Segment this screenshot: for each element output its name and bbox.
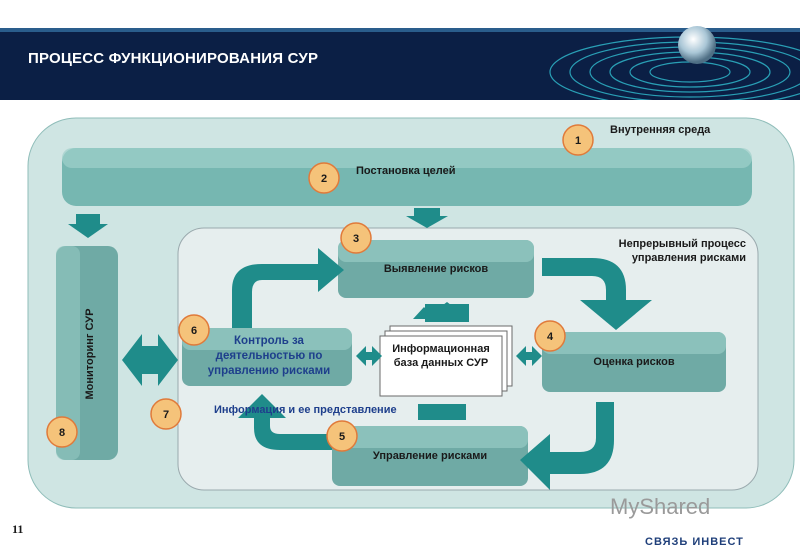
double-arrow-db-identification-body — [425, 304, 469, 322]
risk-assessment-label: Оценка рисков — [593, 356, 675, 368]
page-number: 11 — [12, 522, 24, 536]
brand-logo: СВЯЗЬ ИНВЕСТ — [645, 536, 744, 548]
continuous-process-label: Непрерывный процесс управления рисками — [618, 238, 746, 264]
internal-environment-label: Внутренняя среда — [610, 124, 711, 136]
information-label: Информация и ее представление — [214, 404, 397, 416]
watermark-logo: MyShared — [610, 494, 711, 519]
down-arrow-center — [406, 208, 448, 228]
badge-6: 6 — [178, 314, 210, 346]
double-arrow-control-db — [356, 346, 382, 366]
badge-1: 1 — [562, 124, 594, 156]
svg-text:5: 5 — [339, 431, 345, 443]
sphere-icon — [678, 26, 716, 64]
curved-arrow-management-to-control — [238, 394, 332, 450]
down-arrow-left — [68, 214, 108, 238]
badge-7: 7 — [150, 398, 182, 430]
double-arrow-db-assessment — [516, 346, 542, 366]
svg-text:1: 1 — [575, 135, 581, 147]
double-arrow-monitoring-control — [122, 334, 178, 386]
badge-8: 8 — [46, 416, 78, 448]
svg-text:2: 2 — [321, 173, 327, 185]
svg-text:4: 4 — [547, 331, 554, 343]
monitoring-label: Мониторинг СУР — [84, 308, 96, 400]
curved-arrow-assessment-to-management — [520, 402, 614, 490]
badge-4: 4 — [534, 320, 566, 352]
svg-text:6: 6 — [191, 325, 197, 337]
badge-3: 3 — [340, 222, 372, 254]
curved-arrow-control-to-identification — [232, 248, 344, 328]
svg-text:3: 3 — [353, 233, 359, 245]
risk-identification-label: Выявление рисков — [383, 263, 489, 275]
svg-text:8: 8 — [59, 427, 65, 439]
control-label: Контроль за деятельностью по управлению … — [207, 335, 331, 377]
header-banner — [0, 0, 800, 100]
badge-5: 5 — [326, 420, 358, 452]
badge-2: 2 — [308, 162, 340, 194]
svg-text:7: 7 — [163, 409, 169, 421]
risk-management-label: Управление рисками — [372, 450, 488, 462]
page-title: ПРОЦЕСС ФУНКЦИОНИРОВАНИЯ СУР — [28, 50, 319, 67]
double-arrow-db-management — [418, 404, 466, 420]
curved-arrow-identification-to-assessment — [542, 258, 652, 330]
goal-setting-label: Постановка целей — [356, 165, 456, 177]
database-document-icon — [379, 325, 513, 397]
info-db-label: Информационная база данных СУР — [392, 343, 490, 369]
